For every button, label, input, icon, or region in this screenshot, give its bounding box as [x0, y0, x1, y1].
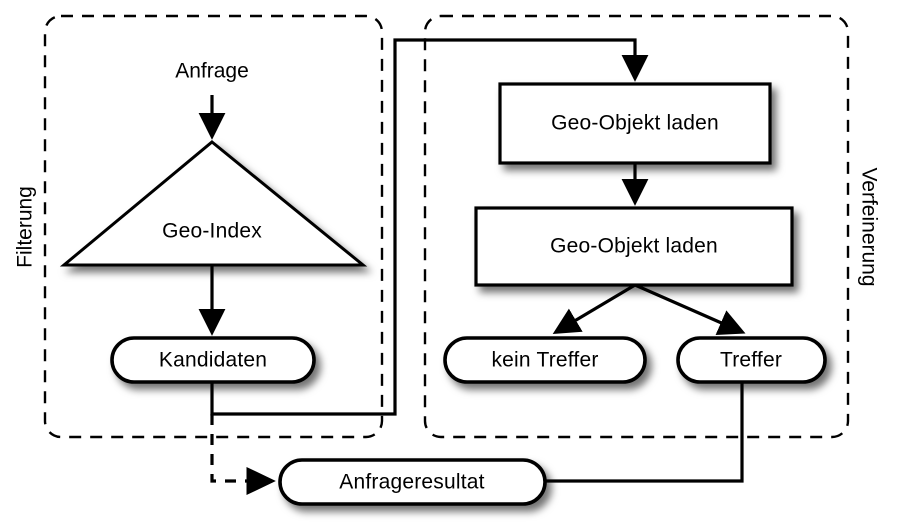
- node-treffer: Treffer: [676, 336, 827, 384]
- group-label-verfeinerung: Verfeinerung: [857, 167, 880, 286]
- node-geo-objekt-laden-1-label: Geo-Objekt laden: [551, 112, 719, 135]
- edge-kandidaten-to-geoobjekt1: [210, 38, 649, 416]
- geo-objekt-laden-2-rect-shape: [474, 206, 794, 287]
- edge-treffer-to-anfrageresultat: [546, 382, 744, 483]
- edge-geoobjekt2-to-treffer: [634, 283, 746, 336]
- kandidaten-stadium-shape: [110, 336, 316, 384]
- node-geo-objekt-laden-1: Geo-Objekt laden: [498, 82, 772, 165]
- geo-objekt-laden-1-rect-shape: [498, 82, 772, 165]
- node-kein-treffer: kein Treffer: [443, 336, 647, 384]
- group-verfeinerung-box: [423, 14, 850, 439]
- node-anfrageresultat: Anfrageresultat: [278, 458, 547, 506]
- node-geo-objekt-laden-2-label: Geo-Objekt laden: [550, 235, 718, 258]
- kein-treffer-stadium-shape: [443, 336, 647, 384]
- treffer-stadium-shape: [676, 336, 827, 384]
- group-label-filterung: Filterung: [14, 186, 37, 268]
- edge-geoobjekt2-to-keintreffer: [552, 283, 636, 334]
- node-geo-index: Geo-Index: [59, 140, 368, 267]
- group-filterung-box: [43, 14, 384, 439]
- anfrageresultat-stadium-shape: [278, 458, 547, 506]
- node-kein-treffer-label: kein Treffer: [491, 349, 598, 372]
- node-kandidaten-label: Kandidaten: [159, 349, 267, 372]
- node-geo-index-label: Geo-Index: [162, 220, 262, 243]
- geo-index-triangle-shape: [59, 140, 368, 267]
- node-treffer-label: Treffer: [720, 349, 782, 372]
- node-geo-objekt-laden-2: Geo-Objekt laden: [474, 206, 794, 287]
- node-kandidaten: Kandidaten: [110, 336, 316, 384]
- node-anfrage-label: Anfrage: [175, 60, 249, 83]
- node-anfrageresultat-label: Anfrageresultat: [339, 471, 484, 494]
- edge-kandidaten-to-anfrageresultat: [210, 414, 276, 496]
